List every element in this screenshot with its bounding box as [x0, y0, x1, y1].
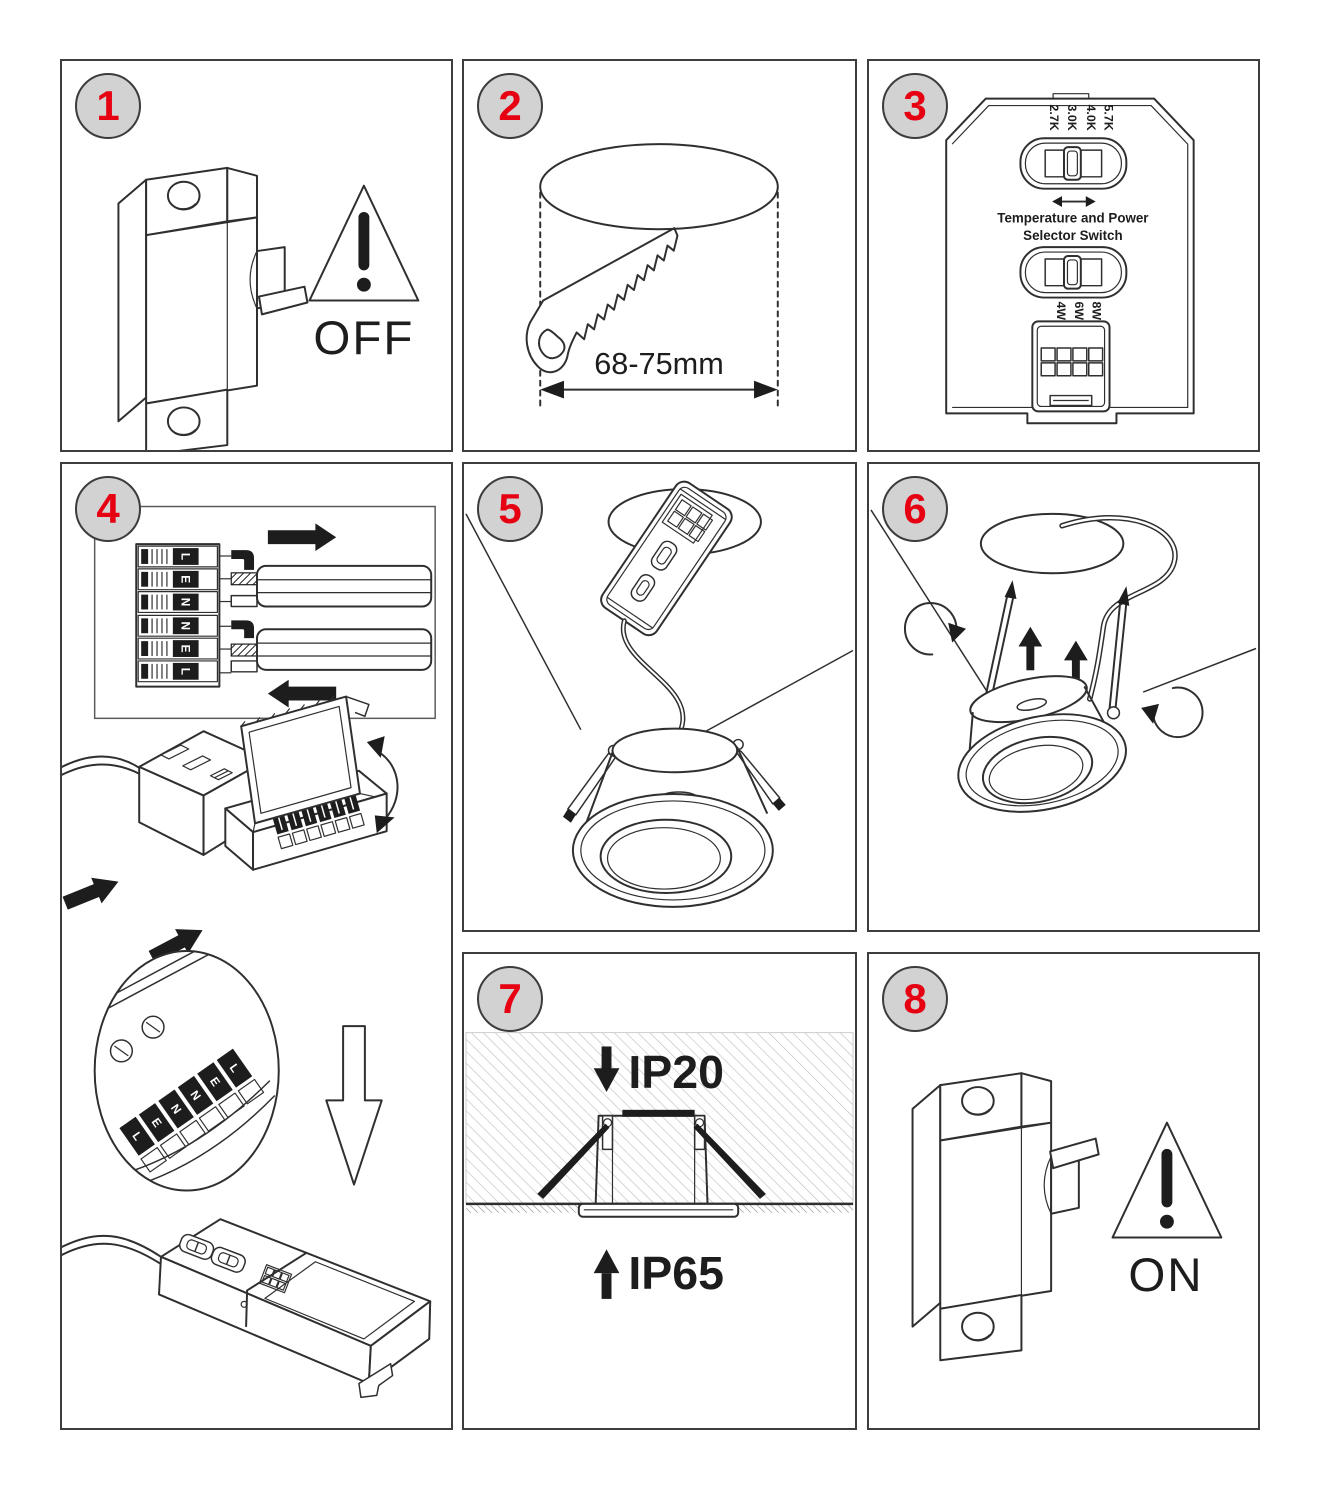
step-number: 3	[903, 82, 927, 129]
ceiling-plane-line	[870, 509, 995, 703]
spring-arm-left	[537, 1123, 610, 1199]
terminal-strip: L E N	[137, 545, 218, 683]
panel-step-4: 4 L	[60, 462, 453, 1430]
step-4-illustration: L E N	[62, 505, 436, 1399]
recessed-fixture-section	[537, 1109, 766, 1218]
step-7-illustration: IP20 IP65	[465, 1032, 854, 1299]
step-badge: 3	[882, 73, 948, 139]
push-up-arrow-icon	[1063, 640, 1088, 683]
terminal-magnifier-detail: L E N N E L	[93, 949, 280, 1192]
terminal-label: L	[179, 668, 193, 675]
step-badge: 5	[477, 476, 543, 542]
rating-above-label: IP20	[628, 1046, 724, 1098]
panel-step-3: 3 2.7K 3.0K 4.0K 5.7K	[867, 59, 1260, 452]
panel-step-1: 1 OFF	[60, 59, 453, 452]
push-up-arrow-icon	[1018, 626, 1043, 671]
ceiling-hole	[979, 512, 1125, 575]
hand-saw-drawing	[525, 227, 679, 374]
ceiling-plane-line	[701, 649, 854, 735]
step-number: 4	[96, 485, 120, 532]
step-badge: 7	[477, 966, 543, 1032]
lid-rotate-arrow-icon	[366, 736, 399, 834]
warning-triangle-icon	[308, 184, 420, 302]
power-selector-switch	[1019, 246, 1128, 299]
step-number: 8	[903, 975, 927, 1022]
spring-arm-right	[693, 1123, 766, 1199]
temp-option-label: 2.7K	[1047, 105, 1061, 131]
insert-arrow-icon	[267, 523, 337, 552]
driver-through-hole	[600, 480, 733, 637]
slide-direction-arrow	[1052, 196, 1096, 207]
power-option-label: 8W	[1090, 302, 1104, 321]
mains-cable-in	[219, 550, 433, 608]
closed-driver-drawing	[62, 1218, 432, 1399]
close-down-arrow-icon	[325, 1025, 383, 1186]
dimension-arrow	[540, 380, 778, 399]
step-8-illustration: ON	[911, 1072, 1223, 1362]
spring-clip-right	[732, 738, 786, 811]
step-badge: 2	[477, 73, 543, 139]
circuit-breaker-drawing	[117, 166, 309, 450]
terminal-connector-block	[1031, 320, 1111, 413]
step-number: 5	[498, 485, 522, 532]
step-badge: 8	[882, 966, 948, 1032]
driver-cable	[620, 618, 686, 733]
step-number: 1	[96, 82, 120, 129]
step-6-illustration	[870, 509, 1257, 813]
selector-caption-line2: Selector Switch	[1023, 228, 1122, 243]
step-badge: 1	[75, 73, 141, 139]
selector-caption-line1: Temperature and Power	[997, 210, 1148, 225]
breaker-on-label: ON	[1128, 1249, 1203, 1302]
rotate-arrow-icon	[1141, 686, 1204, 739]
ceiling-cutout-ellipse	[539, 143, 779, 231]
wiring-detail-box: L E N	[93, 505, 436, 720]
step-3-illustration: 2.7K 3.0K 4.0K 5.7K Temperature and Powe…	[945, 93, 1195, 425]
panel-step-8: 8 ON	[867, 952, 1260, 1430]
ceiling-plane-line	[1142, 647, 1257, 693]
ip65-up-arrow-icon	[593, 1249, 620, 1299]
panel-step-2: 2 68-75mm	[462, 59, 857, 452]
slide-arrow-icon	[62, 877, 119, 910]
step-5-illustration	[465, 480, 854, 908]
circuit-breaker-drawing	[911, 1072, 1100, 1362]
downlight-body	[957, 675, 1127, 813]
step-1-illustration: OFF	[117, 166, 420, 450]
rating-below-label: IP65	[628, 1247, 724, 1299]
panel-step-6: 6	[867, 462, 1260, 932]
cutout-diameter-label: 68-75mm	[594, 346, 724, 381]
temperature-selector-switch	[1019, 137, 1128, 190]
terminal-label: E	[179, 575, 193, 583]
rotate-arrow-icon	[903, 602, 967, 656]
power-option-label: 6W	[1072, 302, 1086, 321]
step-badge: 6	[882, 476, 948, 542]
panel-step-7: 7	[462, 952, 857, 1430]
release-arrow-icon	[267, 679, 337, 708]
ceiling-void-hatch	[465, 1032, 854, 1205]
step-number: 2	[498, 82, 522, 129]
ip20-down-arrow-icon	[593, 1046, 620, 1093]
ceiling-plane-line	[465, 513, 582, 731]
step-number: 7	[498, 975, 522, 1022]
temp-option-label: 3.0K	[1065, 105, 1079, 131]
terminal-label: N	[179, 622, 193, 631]
step-badge: 4	[75, 476, 141, 542]
downlight-body	[571, 727, 774, 908]
step-number: 6	[903, 485, 927, 532]
spring-clip-right	[1106, 586, 1130, 720]
temp-option-label: 4.0K	[1084, 105, 1098, 131]
terminal-label: L	[179, 553, 193, 560]
breaker-off-label: OFF	[313, 312, 414, 365]
breaker-toggle-off	[257, 285, 309, 316]
mains-cable-out	[219, 620, 433, 674]
warning-triangle-icon	[1111, 1121, 1223, 1239]
panel-step-5: 5	[462, 462, 857, 932]
open-driver-box-drawing	[62, 695, 399, 964]
temp-option-label: 5.7K	[1102, 105, 1116, 131]
step-2-illustration: 68-75mm	[525, 143, 779, 409]
terminal-label: E	[179, 645, 193, 653]
terminal-label: N	[179, 598, 193, 607]
power-option-label: 4W	[1054, 302, 1068, 321]
